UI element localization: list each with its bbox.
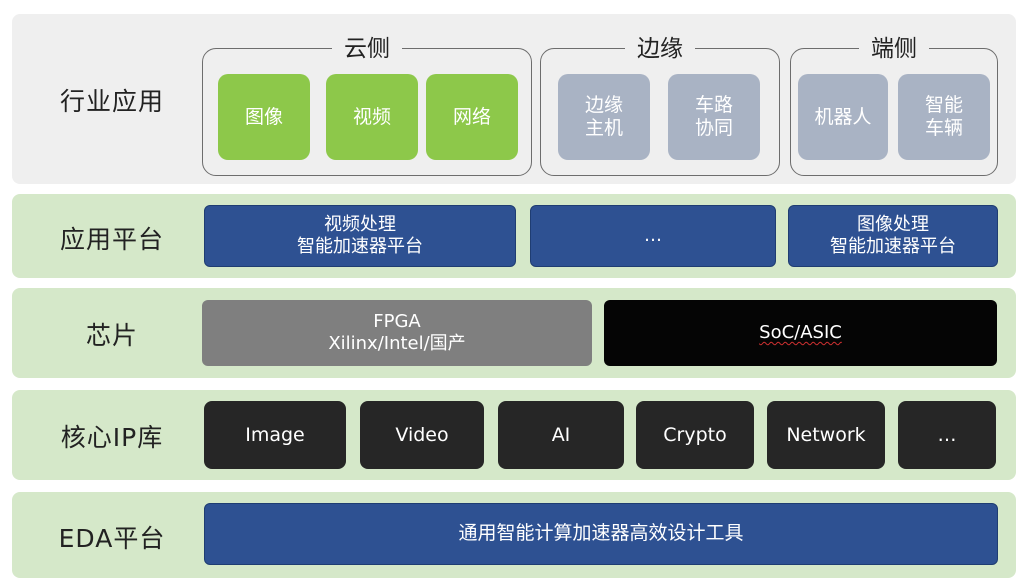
tile-vehicle-road: 车路 协同 (668, 74, 760, 160)
group-cloud: 云侧 (202, 29, 532, 176)
group-device: 端侧 (790, 29, 998, 176)
ip-ai: AI (498, 401, 624, 469)
ip-network: Network (767, 401, 885, 469)
tile-network: 网络 (426, 74, 518, 160)
row-label-eda: EDA平台 (58, 524, 166, 553)
tile-video: 视频 (326, 74, 418, 160)
eda-tool-bar: 通用智能计算加速器高效设计工具 (204, 503, 998, 565)
group-title-edge: 边缘 (625, 29, 695, 63)
ip-crypto: Crypto (636, 401, 754, 469)
platform-image-bar: 图像处理 智能加速器平台 (788, 205, 998, 267)
tile-edge-host: 边缘 主机 (558, 74, 650, 160)
tile-robot: 机器人 (798, 74, 888, 160)
group-title-device: 端侧 (859, 29, 929, 63)
group-edge: 边缘 (540, 29, 780, 176)
row-label-ip: 核心IP库 (60, 423, 164, 452)
group-title-cloud: 云侧 (332, 29, 402, 63)
chip-fpga-bar: FPGA Xilinx/Intel/国产 (202, 300, 592, 366)
ip-ellipsis: … (898, 401, 996, 469)
chip-asic-bar: SoC/ASIC (604, 300, 997, 366)
ip-image: Image (204, 401, 346, 469)
chip-asic-label: SoC/ASIC (759, 321, 842, 343)
tile-smart-vehicle: 智能 车辆 (898, 74, 990, 160)
platform-ellipsis-bar: … (530, 205, 776, 267)
ip-video: Video (360, 401, 484, 469)
platform-video-bar: 视频处理 智能加速器平台 (204, 205, 516, 267)
row-label-industry: 行业应用 (59, 87, 164, 116)
row-label-chip: 芯片 (85, 321, 138, 350)
tile-image: 图像 (218, 74, 310, 160)
row-label-platform: 应用平台 (59, 225, 164, 254)
